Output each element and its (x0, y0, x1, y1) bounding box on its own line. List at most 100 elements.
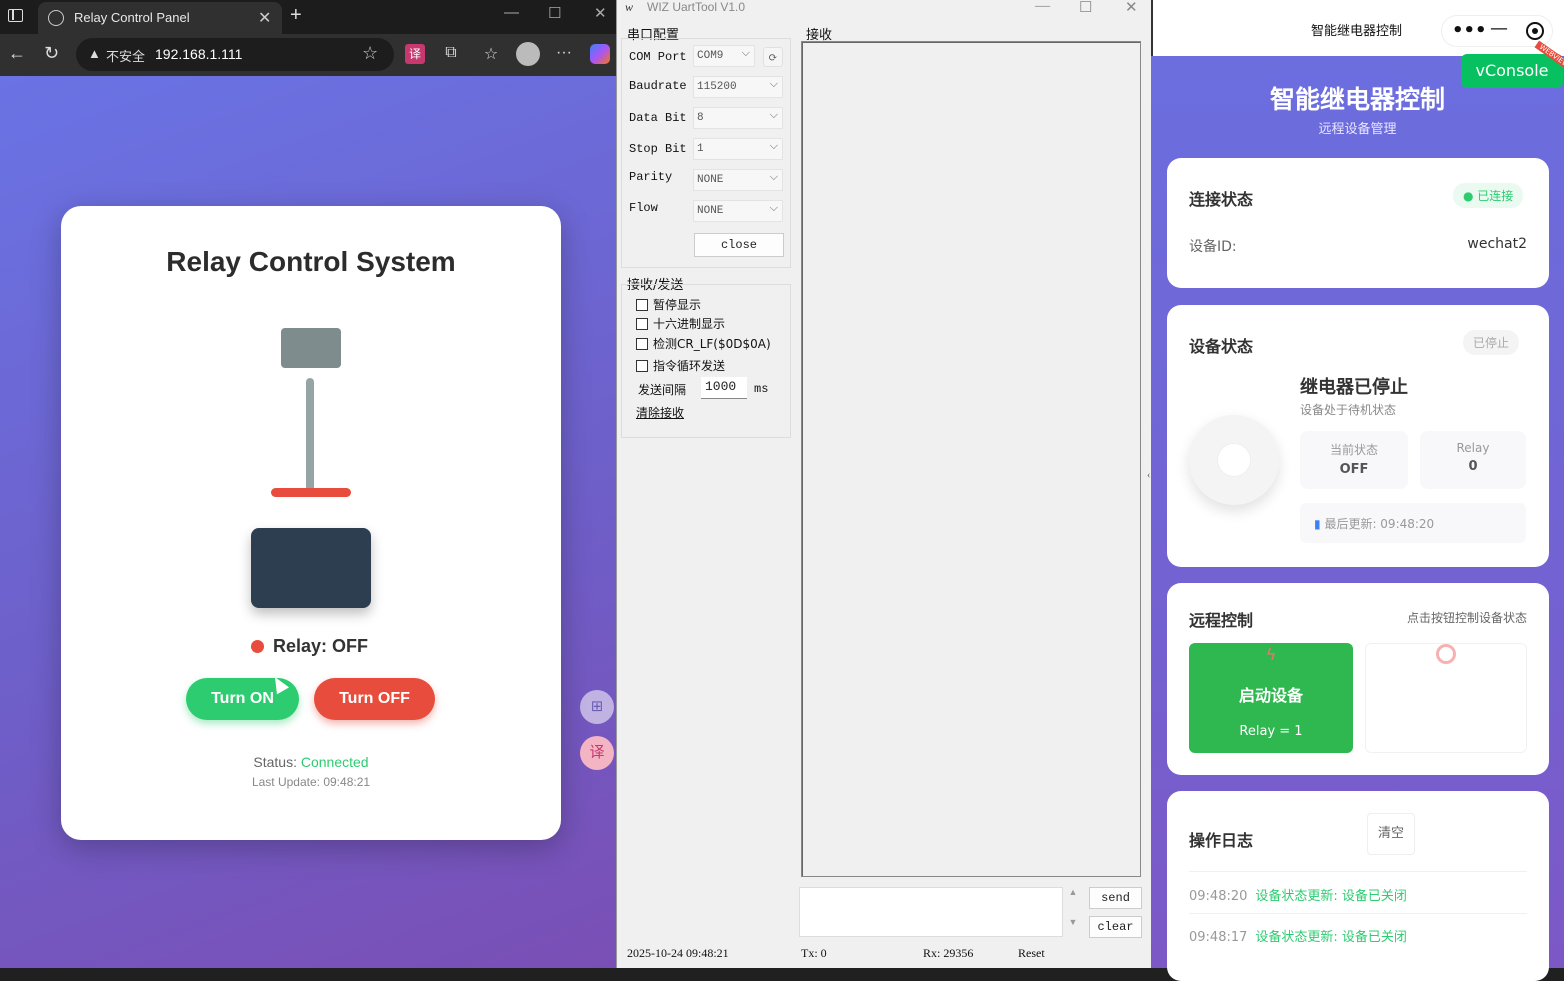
send-input[interactable] (799, 887, 1063, 937)
translate-icon[interactable]: 译 (405, 44, 425, 64)
rx-count: Rx: 29356 (923, 946, 974, 960)
com-port-label: COM Port (629, 50, 687, 64)
clear-button[interactable]: clear (1089, 916, 1142, 938)
tab-bar: Relay Control Panel ✕ + — ☐ ✕ (0, 0, 616, 34)
close-window-icon[interactable]: ✕ (1125, 0, 1138, 16)
last-update-text: Last Update: 09:48:21 (251, 775, 371, 789)
start-device-sub: Relay = 1 (1239, 724, 1303, 739)
reload-icon[interactable]: ↻ (44, 43, 60, 63)
last-update-box: ▮ 最后更新: 09:48:20 (1300, 503, 1526, 543)
connected-badge: ● 已连接 (1453, 183, 1524, 208)
device-light-indicator (1189, 415, 1279, 505)
log-message: 设备状态更新: 设备已关闭 (1255, 889, 1407, 904)
turn-off-button[interactable]: Turn OFF (314, 678, 435, 720)
back-icon[interactable]: ← (8, 43, 26, 63)
sidebar-tools-icon[interactable]: ⊞ (580, 690, 614, 724)
connection-card-title: 连接状态 (1189, 190, 1254, 209)
more-dots-icon[interactable]: ••• (1452, 20, 1487, 41)
copilot-icon[interactable] (590, 44, 610, 64)
interval-input[interactable]: 1000 (701, 377, 747, 399)
connection-status: Status: Connected (61, 754, 561, 770)
current-state-value: OFF (1339, 462, 1369, 477)
hex-display-checkbox[interactable]: 十六进制显示 (636, 315, 725, 332)
favorite-star-icon[interactable]: ☆ (362, 43, 379, 63)
parity-select[interactable]: NONE (693, 169, 783, 191)
page-title: Relay Control System (166, 246, 456, 277)
relay-status-dot (251, 640, 264, 653)
maximize-icon[interactable]: ☐ (1079, 0, 1093, 16)
relay-label: Relay (1456, 441, 1490, 455)
sidebar-translate-icon[interactable]: 译 (580, 736, 614, 770)
turn-on-button[interactable]: Turn ON (186, 678, 299, 720)
loop-send-checkbox[interactable]: 指令循环发送 (636, 357, 725, 374)
device-state-subtitle: 设备处于待机状态 (1300, 403, 1397, 417)
relay-value: 0 (1468, 459, 1478, 474)
chart-icon: ▮ (1314, 517, 1321, 531)
device-id-label: 设备ID: (1189, 239, 1237, 255)
divider (1189, 913, 1527, 914)
com-port-select[interactable]: COM9 (693, 45, 755, 67)
lightning-icon: ϟ (1265, 645, 1277, 664)
detect-crlf-checkbox[interactable]: 检测CR_LF($0D$0A) (636, 335, 771, 352)
relay-state-label: Relay: OFF (273, 636, 369, 656)
window-menu-icon[interactable] (8, 9, 23, 22)
browser-tab[interactable]: Relay Control Panel ✕ (38, 2, 282, 34)
collections-icon[interactable]: ☆ (483, 46, 499, 63)
vconsole-button[interactable]: vConsole (1461, 54, 1563, 88)
minimize-icon[interactable]: — (504, 4, 519, 21)
tab-title: Relay Control Panel (74, 10, 190, 25)
status-datetime: 2025-10-24 09:48:21 (627, 946, 729, 960)
url-text[interactable]: 192.168.1.111 (155, 46, 243, 62)
extensions-icon[interactable]: ⧉ (445, 44, 457, 61)
app-logo-icon: w (625, 0, 634, 14)
reset-counter[interactable]: Reset (1018, 946, 1045, 960)
warning-icon: ▲ (88, 46, 101, 61)
flow-select[interactable]: NONE (693, 200, 783, 222)
connection-card: 连接状态 ● 已连接 设备ID: wechat2 (1167, 158, 1549, 288)
profile-avatar[interactable] (516, 42, 540, 66)
start-device-button[interactable]: ϟ 启动设备 Relay = 1 (1189, 643, 1353, 753)
more-menu-icon[interactable]: ··· (556, 44, 572, 61)
log-message: 设备状态更新: 设备已关闭 (1255, 930, 1407, 945)
browser-window: Relay Control Panel ✕ + — ☐ ✕ ← ↻ ▲ 不安全 … (0, 0, 616, 968)
stop-bit-select[interactable]: 1 (693, 138, 783, 160)
baudrate-label: Baudrate (629, 79, 687, 93)
receive-area[interactable] (801, 41, 1141, 877)
close-window-icon[interactable]: ✕ (594, 5, 607, 22)
minimize-icon[interactable]: — (1490, 18, 1508, 39)
send-scrollbar[interactable]: ▲▼ (1068, 887, 1078, 927)
splitter-arrow-icon[interactable]: ‹ (1147, 470, 1151, 481)
stop-device-button[interactable] (1365, 643, 1527, 753)
divider (1189, 871, 1527, 872)
interval-label: 发送间隔 (638, 383, 687, 397)
config-group-title: 串口配置 (627, 28, 680, 43)
data-bit-select[interactable]: 8 (693, 107, 783, 129)
refresh-ports-icon[interactable]: ⟳ (763, 47, 783, 67)
clear-receive-link[interactable]: 清除接收 (636, 406, 685, 420)
light-core (1224, 450, 1244, 470)
capsule-menu[interactable]: ••• — (1441, 15, 1553, 47)
security-label[interactable]: 不安全 (106, 49, 146, 64)
rs-group (621, 284, 791, 438)
close-tab-icon[interactable]: ✕ (258, 10, 272, 27)
address-bar[interactable]: ▲ 不安全 192.168.1.111 ☆ (76, 38, 394, 71)
rs-group-title: 接收/发送 (627, 278, 684, 293)
relay-coil-graphic (281, 328, 341, 368)
status-value: Connected (300, 754, 369, 770)
pause-display-checkbox[interactable]: 暂停显示 (636, 296, 701, 313)
new-tab-icon[interactable]: + (290, 4, 302, 26)
close-port-button[interactable]: close (694, 233, 784, 257)
remote-control-card: 远程控制 点击按钮控制设备状态 ϟ 启动设备 Relay = 1 (1167, 583, 1549, 775)
minimize-icon[interactable]: — (1035, 0, 1050, 14)
maximize-icon[interactable]: ☐ (548, 5, 562, 22)
receive-label: 接收 (806, 28, 833, 43)
baudrate-select[interactable]: 115200 (693, 76, 783, 98)
relay-value-box: Relay 0 (1420, 431, 1526, 489)
clear-log-button[interactable]: 清空 (1367, 813, 1415, 855)
send-button[interactable]: send (1089, 887, 1142, 909)
device-status-card: 设备状态 已停止 继电器已停止 设备处于待机状态 当前状态 OFF Relay … (1167, 305, 1549, 567)
interval-unit: ms (754, 382, 769, 396)
close-target-icon[interactable] (1526, 22, 1544, 40)
